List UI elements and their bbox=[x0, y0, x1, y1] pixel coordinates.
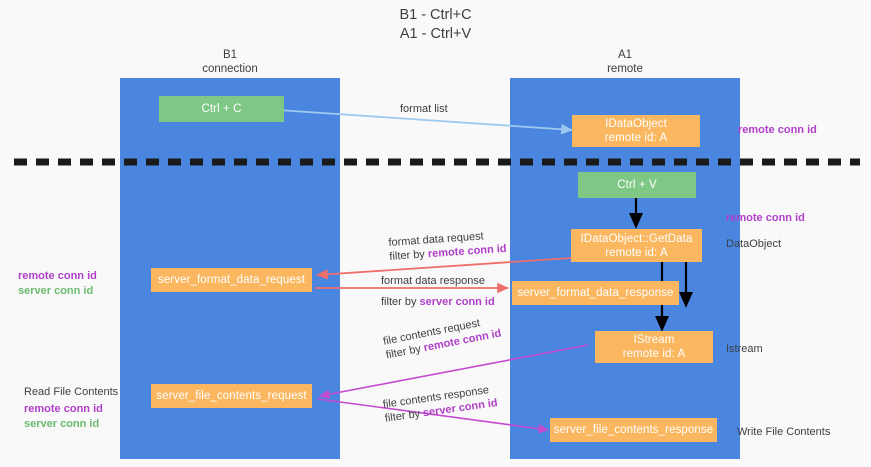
box-ctrl-c[interactable]: Ctrl + C bbox=[159, 96, 284, 122]
annotation-remote-conn-id-middle: remote conn id bbox=[726, 212, 805, 224]
box-server-format-data-request[interactable]: server_format_data_request bbox=[151, 268, 312, 292]
annotation-remote-conn-id-top: remote conn id bbox=[738, 124, 817, 136]
arrow-label-format-list: format list bbox=[400, 103, 448, 115]
annotation-middle-conn-ids: remote conn id server conn id bbox=[18, 269, 97, 299]
box-idataobject-getdata[interactable]: IDataObject::GetData remote id: A bbox=[571, 229, 702, 262]
lane-heading-b1: B1 connection bbox=[202, 49, 258, 75]
annotation-dataobject: DataObject bbox=[726, 238, 782, 250]
annotation-remote-conn-id-left-middle: remote conn id bbox=[18, 270, 97, 282]
annotation-istream: Istream bbox=[726, 343, 763, 355]
box-server-format-data-response[interactable]: server_format_data_response bbox=[512, 281, 679, 305]
filter-by-prefix: filter by bbox=[384, 407, 424, 425]
annotation-server-conn-id-left-bottom: server conn id bbox=[24, 418, 100, 430]
lane-heading-a1: A1 remote bbox=[607, 49, 643, 75]
server-conn-id-key: server conn id bbox=[419, 296, 495, 308]
filter-by-prefix: filter by bbox=[381, 296, 420, 308]
box-server-file-contents-request[interactable]: server_file_contents_request bbox=[151, 384, 312, 408]
box-istream[interactable]: IStream remote id: A bbox=[595, 331, 713, 363]
arrow-file-contents-request bbox=[319, 344, 589, 399]
annotation-server-conn-id-left-middle: server conn id bbox=[18, 285, 94, 297]
page-title: B1 - Ctrl+C A1 - Ctrl+V bbox=[399, 7, 472, 42]
annotation-bottom-conn-ids: remote conn id server conn id bbox=[24, 402, 103, 432]
annotation-write-file-contents: Write File Contents bbox=[737, 426, 831, 438]
box-idataobject[interactable]: IDataObject remote id: A bbox=[572, 115, 700, 147]
arrow-label-format-data-response-line1: format data response bbox=[381, 275, 485, 287]
arrow-label-format-data-response: format data response filter by server co… bbox=[381, 274, 495, 310]
annotation-remote-conn-id-left-bottom: remote conn id bbox=[24, 403, 103, 415]
arrow-file-contents-response bbox=[317, 398, 549, 434]
annotation-read-file-contents: Read File Contents bbox=[24, 386, 119, 398]
arrow-format-list bbox=[277, 109, 574, 135]
filter-by-prefix: filter by bbox=[389, 248, 429, 263]
arrow-label-format-data-response-line2: filter by server conn id bbox=[381, 295, 495, 310]
box-ctrl-v[interactable]: Ctrl + V bbox=[578, 172, 696, 198]
box-server-file-contents-response[interactable]: server_file_contents_response bbox=[550, 418, 717, 442]
arrow-format-data-request bbox=[315, 257, 573, 280]
